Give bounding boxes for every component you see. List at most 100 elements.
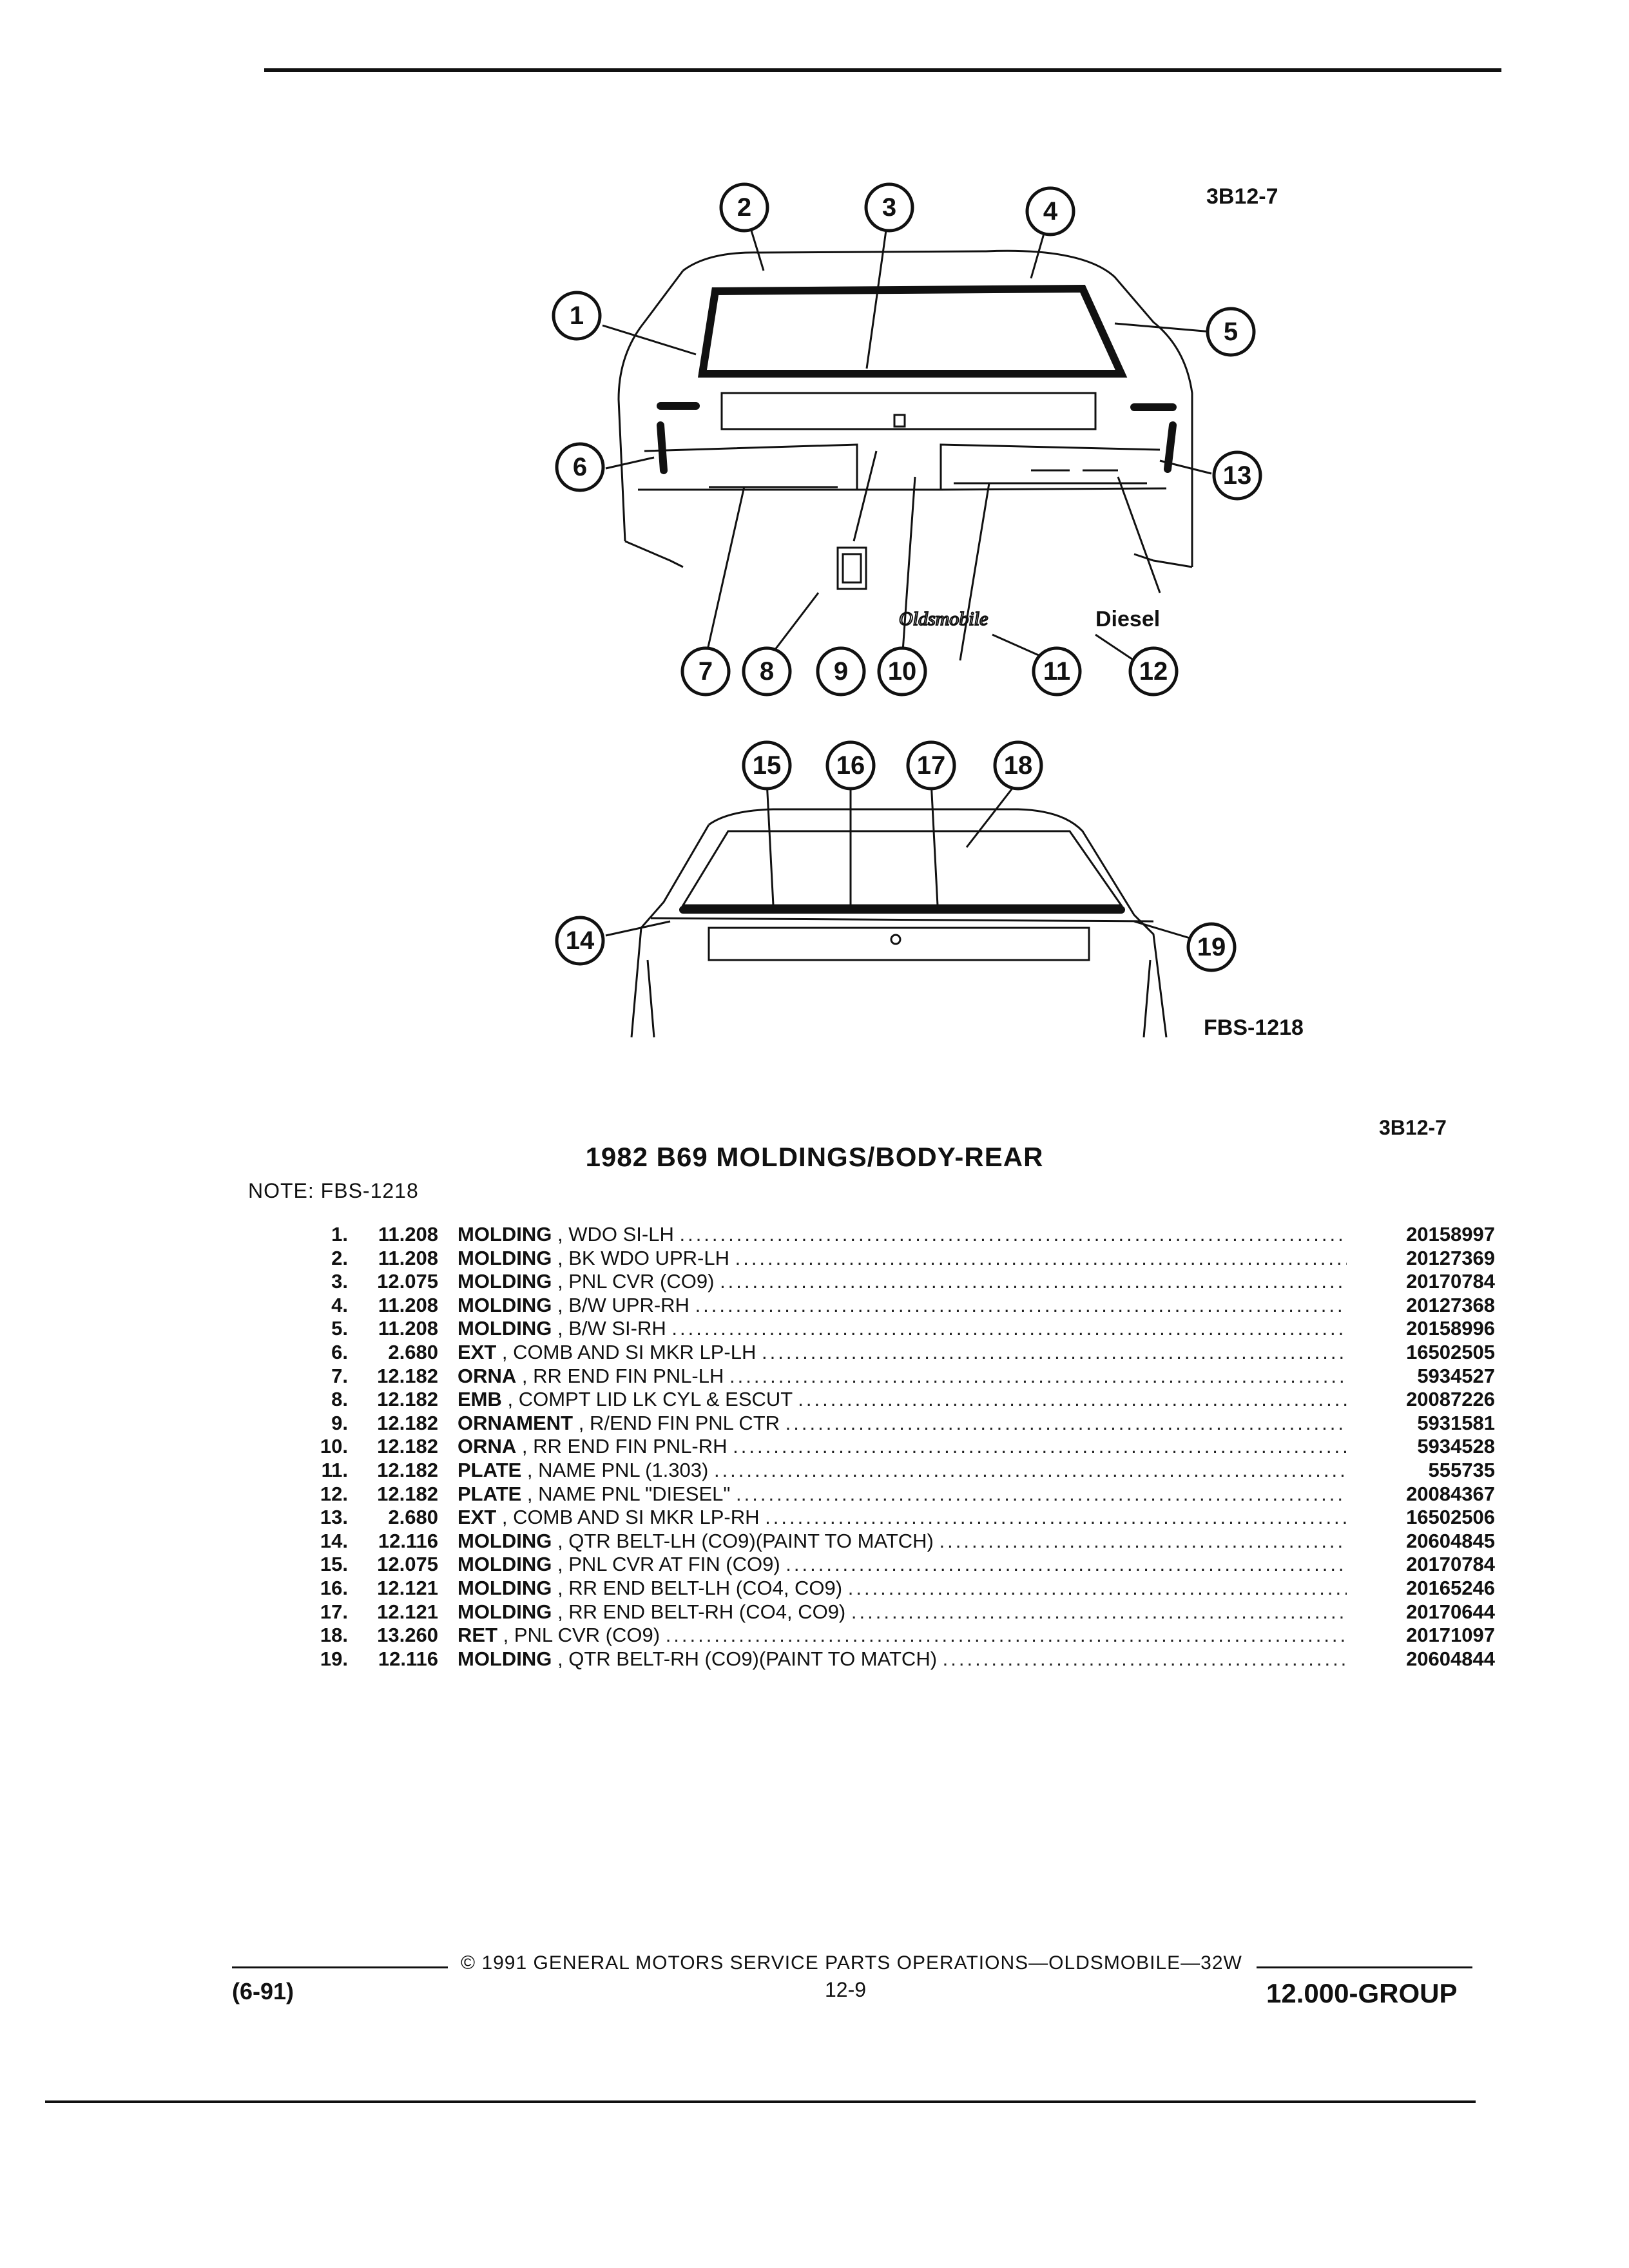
item-name: EXT bbox=[458, 1340, 497, 1363]
footer-rule-left bbox=[232, 1966, 448, 1968]
item-detail: COMB AND SI MKR LP-LH bbox=[513, 1340, 757, 1363]
item-detail: NAME PNL (1.303) bbox=[538, 1458, 709, 1481]
item-name: MOLDING bbox=[458, 1223, 552, 1245]
item-number: 13. bbox=[320, 1506, 348, 1529]
item-name: MOLDING bbox=[458, 1293, 552, 1316]
group-number: 11.208 bbox=[378, 1293, 438, 1316]
dot-leader: ........................................… bbox=[765, 1506, 1347, 1529]
item-detail: R/END FIN PNL CTR bbox=[589, 1411, 780, 1434]
dot-leader: ........................................… bbox=[847, 1576, 1347, 1599]
badge-diesel: Diesel bbox=[1095, 607, 1160, 631]
item-number: 5. bbox=[331, 1317, 348, 1340]
group-number: 12.075 bbox=[377, 1553, 438, 1576]
item-number: 16. bbox=[320, 1576, 348, 1599]
callout-5: 5 bbox=[1224, 318, 1238, 346]
group-number: 11.208 bbox=[378, 1246, 438, 1269]
item-description: MOLDING , B/W SI-RH ....................… bbox=[458, 1317, 1347, 1340]
part-number: 20127369 bbox=[1406, 1246, 1495, 1269]
item-name: RET bbox=[458, 1624, 497, 1647]
item-name: MOLDING bbox=[458, 1576, 552, 1599]
item-description: MOLDING , BK WDO UPR-LH ................… bbox=[458, 1247, 1347, 1270]
table-row: 8. 12.182 EMB , COMPT LID LK CYL & ESCUT .… bbox=[303, 1388, 1495, 1412]
callout-2: 2 bbox=[737, 193, 751, 222]
dot-leader: ........................................… bbox=[679, 1223, 1347, 1245]
footer-rule-right bbox=[1257, 1966, 1472, 1968]
item-detail: RR END BELT-LH (CO4, CO9) bbox=[568, 1576, 843, 1599]
item-number: 17. bbox=[320, 1600, 348, 1623]
group-number: 11.208 bbox=[378, 1317, 438, 1340]
item-detail: WDO SI-LH bbox=[568, 1223, 674, 1245]
dot-leader: ........................................… bbox=[695, 1293, 1347, 1316]
item-number: 6. bbox=[331, 1340, 348, 1363]
item-description: PLATE , NAME PNL "DIESEL" ..............… bbox=[458, 1483, 1347, 1506]
item-number: 11. bbox=[321, 1458, 348, 1481]
item-number: 10. bbox=[320, 1435, 348, 1458]
part-number: 555735 bbox=[1428, 1458, 1495, 1481]
item-detail: BK WDO UPR-LH bbox=[568, 1246, 729, 1269]
item-name: MOLDING bbox=[458, 1270, 552, 1293]
part-number: 20604844 bbox=[1406, 1647, 1495, 1670]
item-number: 8. bbox=[331, 1388, 348, 1411]
bottom-rule bbox=[45, 2100, 1476, 2103]
item-description: EXT , COMB AND SI MKR LP-LH ............… bbox=[458, 1341, 1347, 1364]
item-description: ORNA , RR END FIN PNL-RH ...............… bbox=[458, 1435, 1347, 1458]
group-number: 12.121 bbox=[377, 1600, 438, 1623]
item-number: 1. bbox=[331, 1223, 348, 1245]
callout-6: 6 bbox=[573, 453, 587, 481]
callout-17: 17 bbox=[917, 751, 946, 780]
item-number: 9. bbox=[331, 1411, 348, 1434]
dot-leader: ........................................… bbox=[851, 1600, 1347, 1623]
item-name: MOLDING bbox=[458, 1600, 552, 1623]
item-detail: PNL CVR (CO9) bbox=[514, 1624, 660, 1647]
item-name: MOLDING bbox=[458, 1529, 552, 1552]
footer-page-number: 12-9 bbox=[825, 1978, 867, 2001]
group-number: 12.182 bbox=[377, 1388, 438, 1411]
part-number: 20158997 bbox=[1406, 1223, 1495, 1245]
part-number: 5934528 bbox=[1417, 1435, 1495, 1458]
group-number: 12.182 bbox=[377, 1435, 438, 1458]
item-detail: RR END FIN PNL-LH bbox=[533, 1364, 724, 1387]
group-number: 12.182 bbox=[377, 1411, 438, 1434]
callout-10: 10 bbox=[888, 657, 917, 686]
callout-14: 14 bbox=[566, 927, 595, 955]
group-number: 12.116 bbox=[378, 1647, 438, 1670]
dot-leader: ........................................… bbox=[665, 1624, 1347, 1647]
part-number: 20087226 bbox=[1406, 1388, 1495, 1411]
callout-1: 1 bbox=[570, 302, 584, 330]
item-description: ORNAMENT , R/END FIN PNL CTR ...........… bbox=[458, 1412, 1347, 1435]
group-number: 11.208 bbox=[378, 1223, 438, 1245]
dot-leader: ........................................… bbox=[942, 1647, 1347, 1670]
item-description: ORNA , RR END FIN PNL-LH ...............… bbox=[458, 1365, 1347, 1388]
figure-code-table: 3B12-7 bbox=[1379, 1116, 1447, 1139]
dot-leader: ........................................… bbox=[786, 1553, 1347, 1576]
item-detail: COMPT LID LK CYL & ESCUT bbox=[518, 1388, 793, 1411]
dot-leader: ........................................… bbox=[733, 1435, 1347, 1458]
item-description: EMB , COMPT LID LK CYL & ESCUT .........… bbox=[458, 1388, 1347, 1411]
item-description: MOLDING , RR END BELT-RH (CO4, CO9) ....… bbox=[458, 1600, 1347, 1624]
item-detail: B/W UPR-RH bbox=[568, 1293, 689, 1316]
item-name: MOLDING bbox=[458, 1553, 552, 1576]
part-number: 20084367 bbox=[1406, 1482, 1495, 1505]
part-number: 5934527 bbox=[1417, 1364, 1495, 1387]
footer-group: 12.000-GROUP bbox=[1266, 1978, 1458, 2008]
dot-leader: ........................................… bbox=[735, 1246, 1347, 1269]
part-number: 20170784 bbox=[1406, 1553, 1495, 1576]
dot-leader: ........................................… bbox=[736, 1482, 1347, 1505]
callout-18: 18 bbox=[1004, 751, 1033, 780]
item-detail: PNL CVR AT FIN (CO9) bbox=[568, 1553, 780, 1576]
item-number: 15. bbox=[320, 1553, 348, 1576]
dot-leader: ........................................… bbox=[729, 1364, 1347, 1387]
part-number: 20165246 bbox=[1406, 1576, 1495, 1599]
item-description: MOLDING , QTR BELT-LH (CO9)(PAINT TO MAT… bbox=[458, 1530, 1347, 1553]
note: NOTE: FBS-1218 bbox=[248, 1179, 419, 1202]
